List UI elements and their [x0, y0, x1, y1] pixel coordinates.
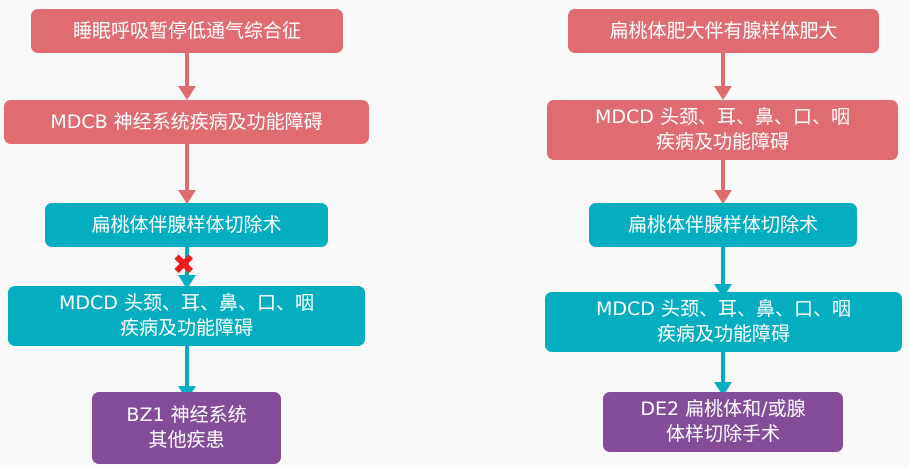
- left-arrow-1: [185, 53, 189, 87]
- left-arrow-3-blocked: [185, 247, 189, 277]
- right-node-tonsil-hypertrophy: 扁桃体肥大伴有腺样体肥大: [568, 9, 879, 53]
- right-arrow-4: [721, 352, 725, 388]
- left-node-osahs: 睡眠呼吸暂停低通气综合征: [31, 9, 343, 53]
- node-label: 睡眠呼吸暂停低通气综合征: [72, 19, 301, 42]
- node-label-line1: DE2 扁桃体和/或腺: [640, 398, 806, 420]
- right-node-de2: DE2 扁桃体和/或腺 体样切除手术: [603, 392, 843, 452]
- node-label: 扁桃体伴腺样体切除术: [627, 213, 818, 236]
- left-arrow-2: [185, 144, 189, 196]
- left-node-procedure: 扁桃体伴腺样体切除术: [45, 203, 328, 247]
- arrowhead: [178, 275, 196, 289]
- right-node-mdcd-2: MDCD 头颈、耳、鼻、口、咽 疾病及功能障碍: [545, 292, 902, 352]
- arrowhead: [714, 86, 732, 100]
- arrowhead: [178, 86, 196, 100]
- left-node-mdcd: MDCD 头颈、耳、鼻、口、咽 疾病及功能障碍: [8, 286, 365, 346]
- right-node-mdcd: MDCD 头颈、耳、鼻、口、咽 疾病及功能障碍: [547, 100, 898, 160]
- node-label-line2: 疾病及功能障碍: [655, 131, 789, 153]
- left-node-bz1: BZ1 神经系统 其他疾患: [92, 392, 281, 464]
- blocked-x-icon: ✖: [172, 248, 196, 281]
- right-arrow-3: [721, 247, 725, 291]
- left-arrow-4: [185, 346, 189, 388]
- right-arrow-1: [721, 53, 725, 87]
- node-label-line1: BZ1 神经系统: [126, 404, 247, 426]
- node-label-line2: 其他疾患: [148, 429, 225, 451]
- node-label-line2: 疾病及功能障碍: [119, 317, 253, 339]
- node-label-line1: MDCD 头颈、耳、鼻、口、咽: [596, 298, 851, 320]
- node-label-line1: MDCD 头颈、耳、鼻、口、咽: [595, 106, 850, 128]
- node-label-line1: MDCD 头颈、耳、鼻、口、咽: [59, 292, 314, 314]
- node-label: 扁桃体伴腺样体切除术: [91, 213, 282, 236]
- right-arrow-2: [721, 160, 725, 196]
- node-label-line2: 体样切除手术: [665, 423, 780, 445]
- node-label: MDCB 神经系统疾病及功能障碍: [50, 110, 323, 133]
- arrowhead: [714, 190, 732, 204]
- node-label: 扁桃体肥大伴有腺样体肥大: [609, 19, 838, 42]
- left-node-mdcb: MDCB 神经系统疾病及功能障碍: [4, 100, 369, 144]
- right-node-procedure: 扁桃体伴腺样体切除术: [589, 203, 857, 247]
- node-label-line2: 疾病及功能障碍: [656, 323, 790, 345]
- arrowhead: [178, 190, 196, 204]
